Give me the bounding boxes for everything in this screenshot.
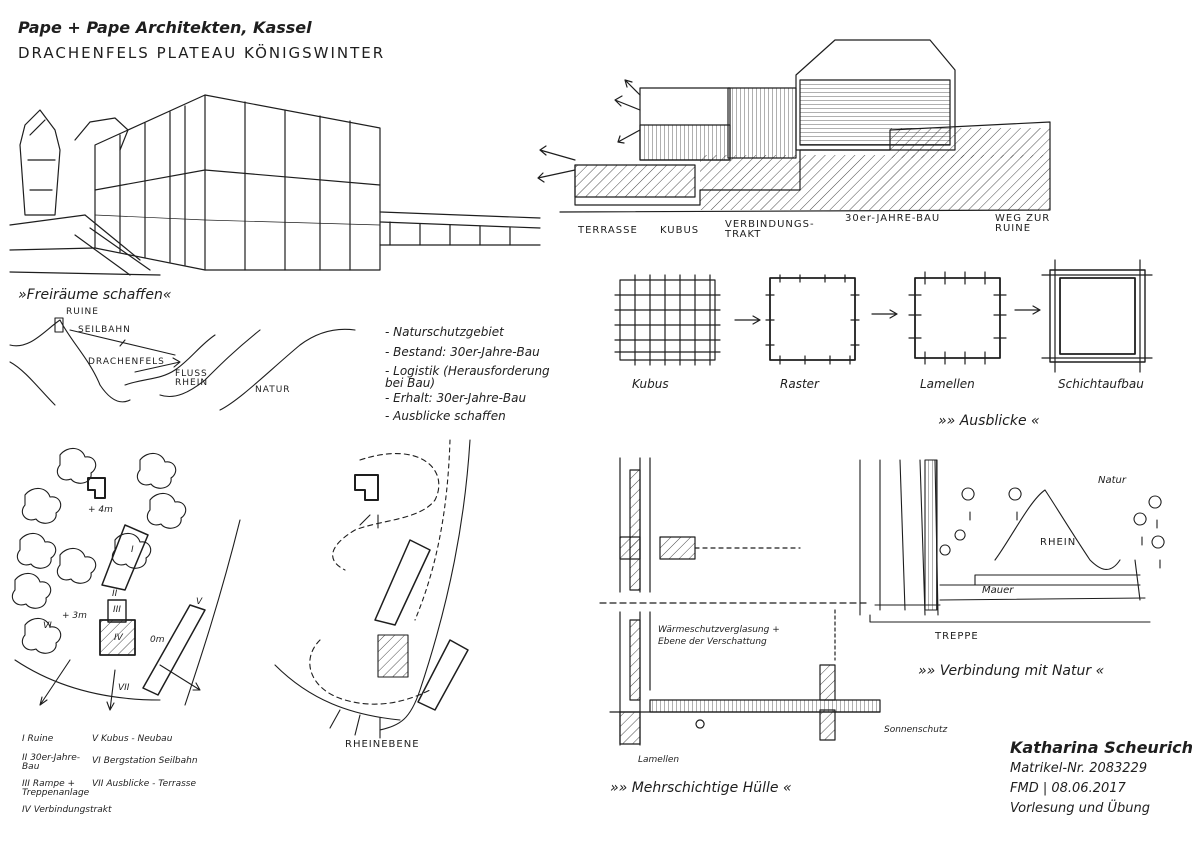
marker-vii: VII [118, 683, 130, 693]
marker-vi: VI [43, 621, 52, 631]
height-label-3m: + 3m [62, 611, 87, 621]
author-matrikel: Matrikel-Nr. 2083229 [1010, 761, 1148, 776]
site-label-seilbahn: SEILBAHN [78, 325, 131, 335]
nature-label-treppe: TREPPE [935, 631, 979, 642]
legend-item: I Ruine [22, 734, 54, 744]
section-label-verbindungstrakt: VERBINDUNGS-TRAKT [725, 219, 815, 240]
facade-caption: »» Mehrschichtige Hülle « [610, 780, 792, 796]
section-label-terrasse: TERRASSE [578, 225, 638, 236]
author-course: FMD | 08.06.2017 [1010, 781, 1126, 796]
path-plan [274, 439, 471, 739]
marker-iii: III [113, 605, 121, 615]
kubus-step-kubus: Kubus [632, 377, 669, 391]
nature-sketch [859, 459, 1165, 623]
section-label-weg: WEG ZUR RUINE [995, 213, 1051, 234]
marker-v: V [196, 597, 203, 607]
site-note-3: - Logistik (Herausforderung bei Bau) [385, 364, 550, 390]
site-label-natur: NATUR [255, 385, 291, 395]
marker-iv: IV [114, 633, 123, 643]
office-title: Pape + Pape Architekten, Kassel [18, 18, 312, 37]
facade-label-lamellen: Lamellen [638, 755, 680, 765]
facade-label-glazing: Wärmeschutzverglasung + Ebene der Versch… [658, 625, 780, 647]
legend-item: III Rampe + Treppenanlage [22, 779, 90, 798]
nature-caption: »» Verbindung mit Natur « [918, 663, 1105, 679]
legend-item: V Kubus - Neubau [92, 734, 173, 744]
perspective-sketch [9, 94, 541, 276]
perspective-caption: »Freiräume schaffen« [18, 287, 172, 303]
nature-label-rhein: RHEIN [1040, 537, 1077, 548]
facade-detail [599, 457, 881, 746]
kubus-step-lamellen: Lamellen [920, 377, 975, 391]
site-note-1: - Naturschutzgebiet [385, 325, 504, 339]
nature-label-mauer: Mauer [982, 585, 1014, 596]
project-title: DRACHENFELS PLATEAU KÖNIGSWINTER [18, 44, 386, 62]
legend-item: VI Bergstation Seilbahn [92, 756, 198, 766]
site-label-rhein: FLUSS RHEIN [175, 369, 209, 388]
height-label-0m: 0m [150, 635, 165, 645]
legend-item: VII Ausblicke - Terrasse [92, 779, 197, 789]
nature-label-natur: Natur [1098, 475, 1126, 486]
site-sketch [9, 317, 356, 411]
legend-item: IV Verbindungstrakt [22, 805, 112, 815]
marker-i: I [131, 545, 134, 555]
section-label-30er: 30er-JAHRE-BAU [845, 213, 941, 224]
marker-ii: II [112, 589, 118, 599]
kubus-step-raster: Raster [780, 377, 819, 391]
author-name: Katharina Scheurich [1010, 738, 1192, 757]
site-note-5: - Ausblicke schaffen [385, 409, 506, 423]
facade-label-sonnenschutz: Sonnenschutz [884, 725, 948, 735]
site-note-4: - Erhalt: 30er-Jahre-Bau [385, 391, 527, 405]
legend-item: II 30er-Jahre-Bau [22, 753, 80, 772]
site-note-2: - Bestand: 30er-Jahre-Bau [385, 345, 540, 359]
section-sketch [537, 39, 1051, 213]
site-plan [11, 447, 241, 711]
section-label-kubus: KUBUS [660, 225, 700, 236]
kubus-caption: »» Ausblicke « [938, 413, 1040, 429]
kubus-diagrams [614, 259, 1153, 373]
kubus-step-schichtaufbau: Schichtaufbau [1058, 377, 1144, 391]
height-label-4m: + 4m [88, 505, 113, 515]
path-plan-caption: RHEINEBENE [345, 739, 420, 750]
site-label-drachenfels: DRACHENFELS [88, 357, 165, 367]
author-type: Vorlesung und Übung [1010, 801, 1151, 816]
site-label-ruine: RUINE [66, 307, 99, 317]
